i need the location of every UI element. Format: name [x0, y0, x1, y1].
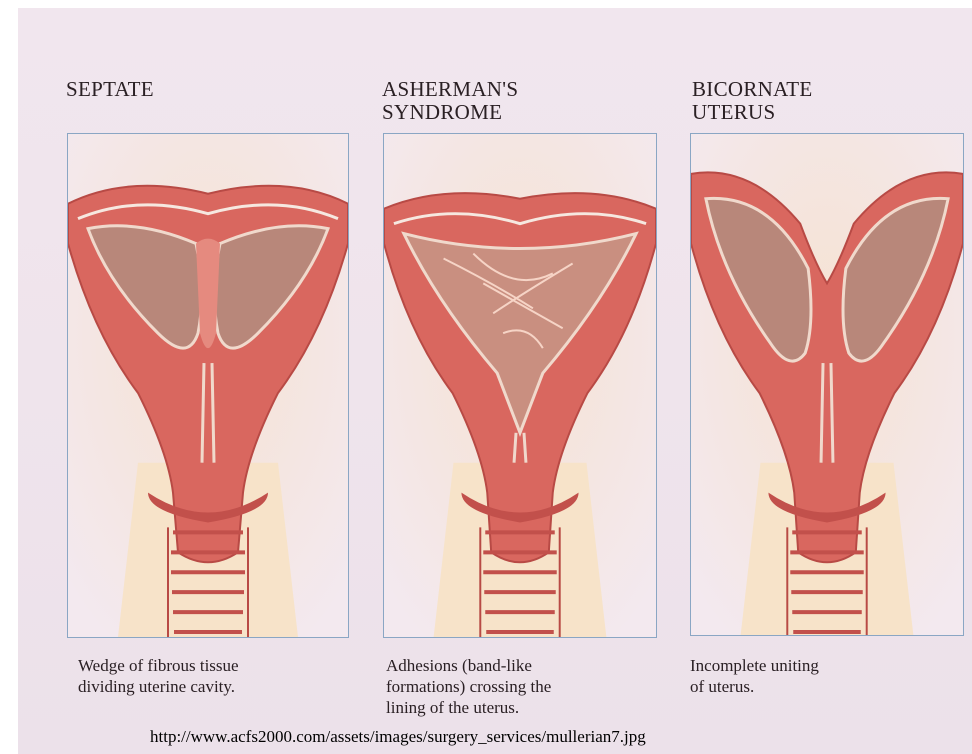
illustration-bicornate-uterus — [690, 133, 964, 636]
caption-septate: Wedge of fibrous tissue dividing uterine… — [78, 655, 239, 697]
caption-bicornate-uterus: Incomplete uniting of uterus. — [690, 655, 819, 697]
title-bicornate-uterus: BICORNATE UTERUS — [692, 78, 813, 124]
title-septate: SEPTATE — [66, 78, 154, 101]
illustration-septate — [67, 133, 349, 638]
illustration-ashermans-syndrome — [383, 133, 657, 638]
title-ashermans-syndrome: ASHERMAN'S SYNDROME — [382, 78, 518, 124]
caption-ashermans-syndrome: Adhesions (band-like formations) crossin… — [386, 655, 551, 718]
source-url: http://www.acfs2000.com/assets/images/su… — [150, 727, 646, 747]
